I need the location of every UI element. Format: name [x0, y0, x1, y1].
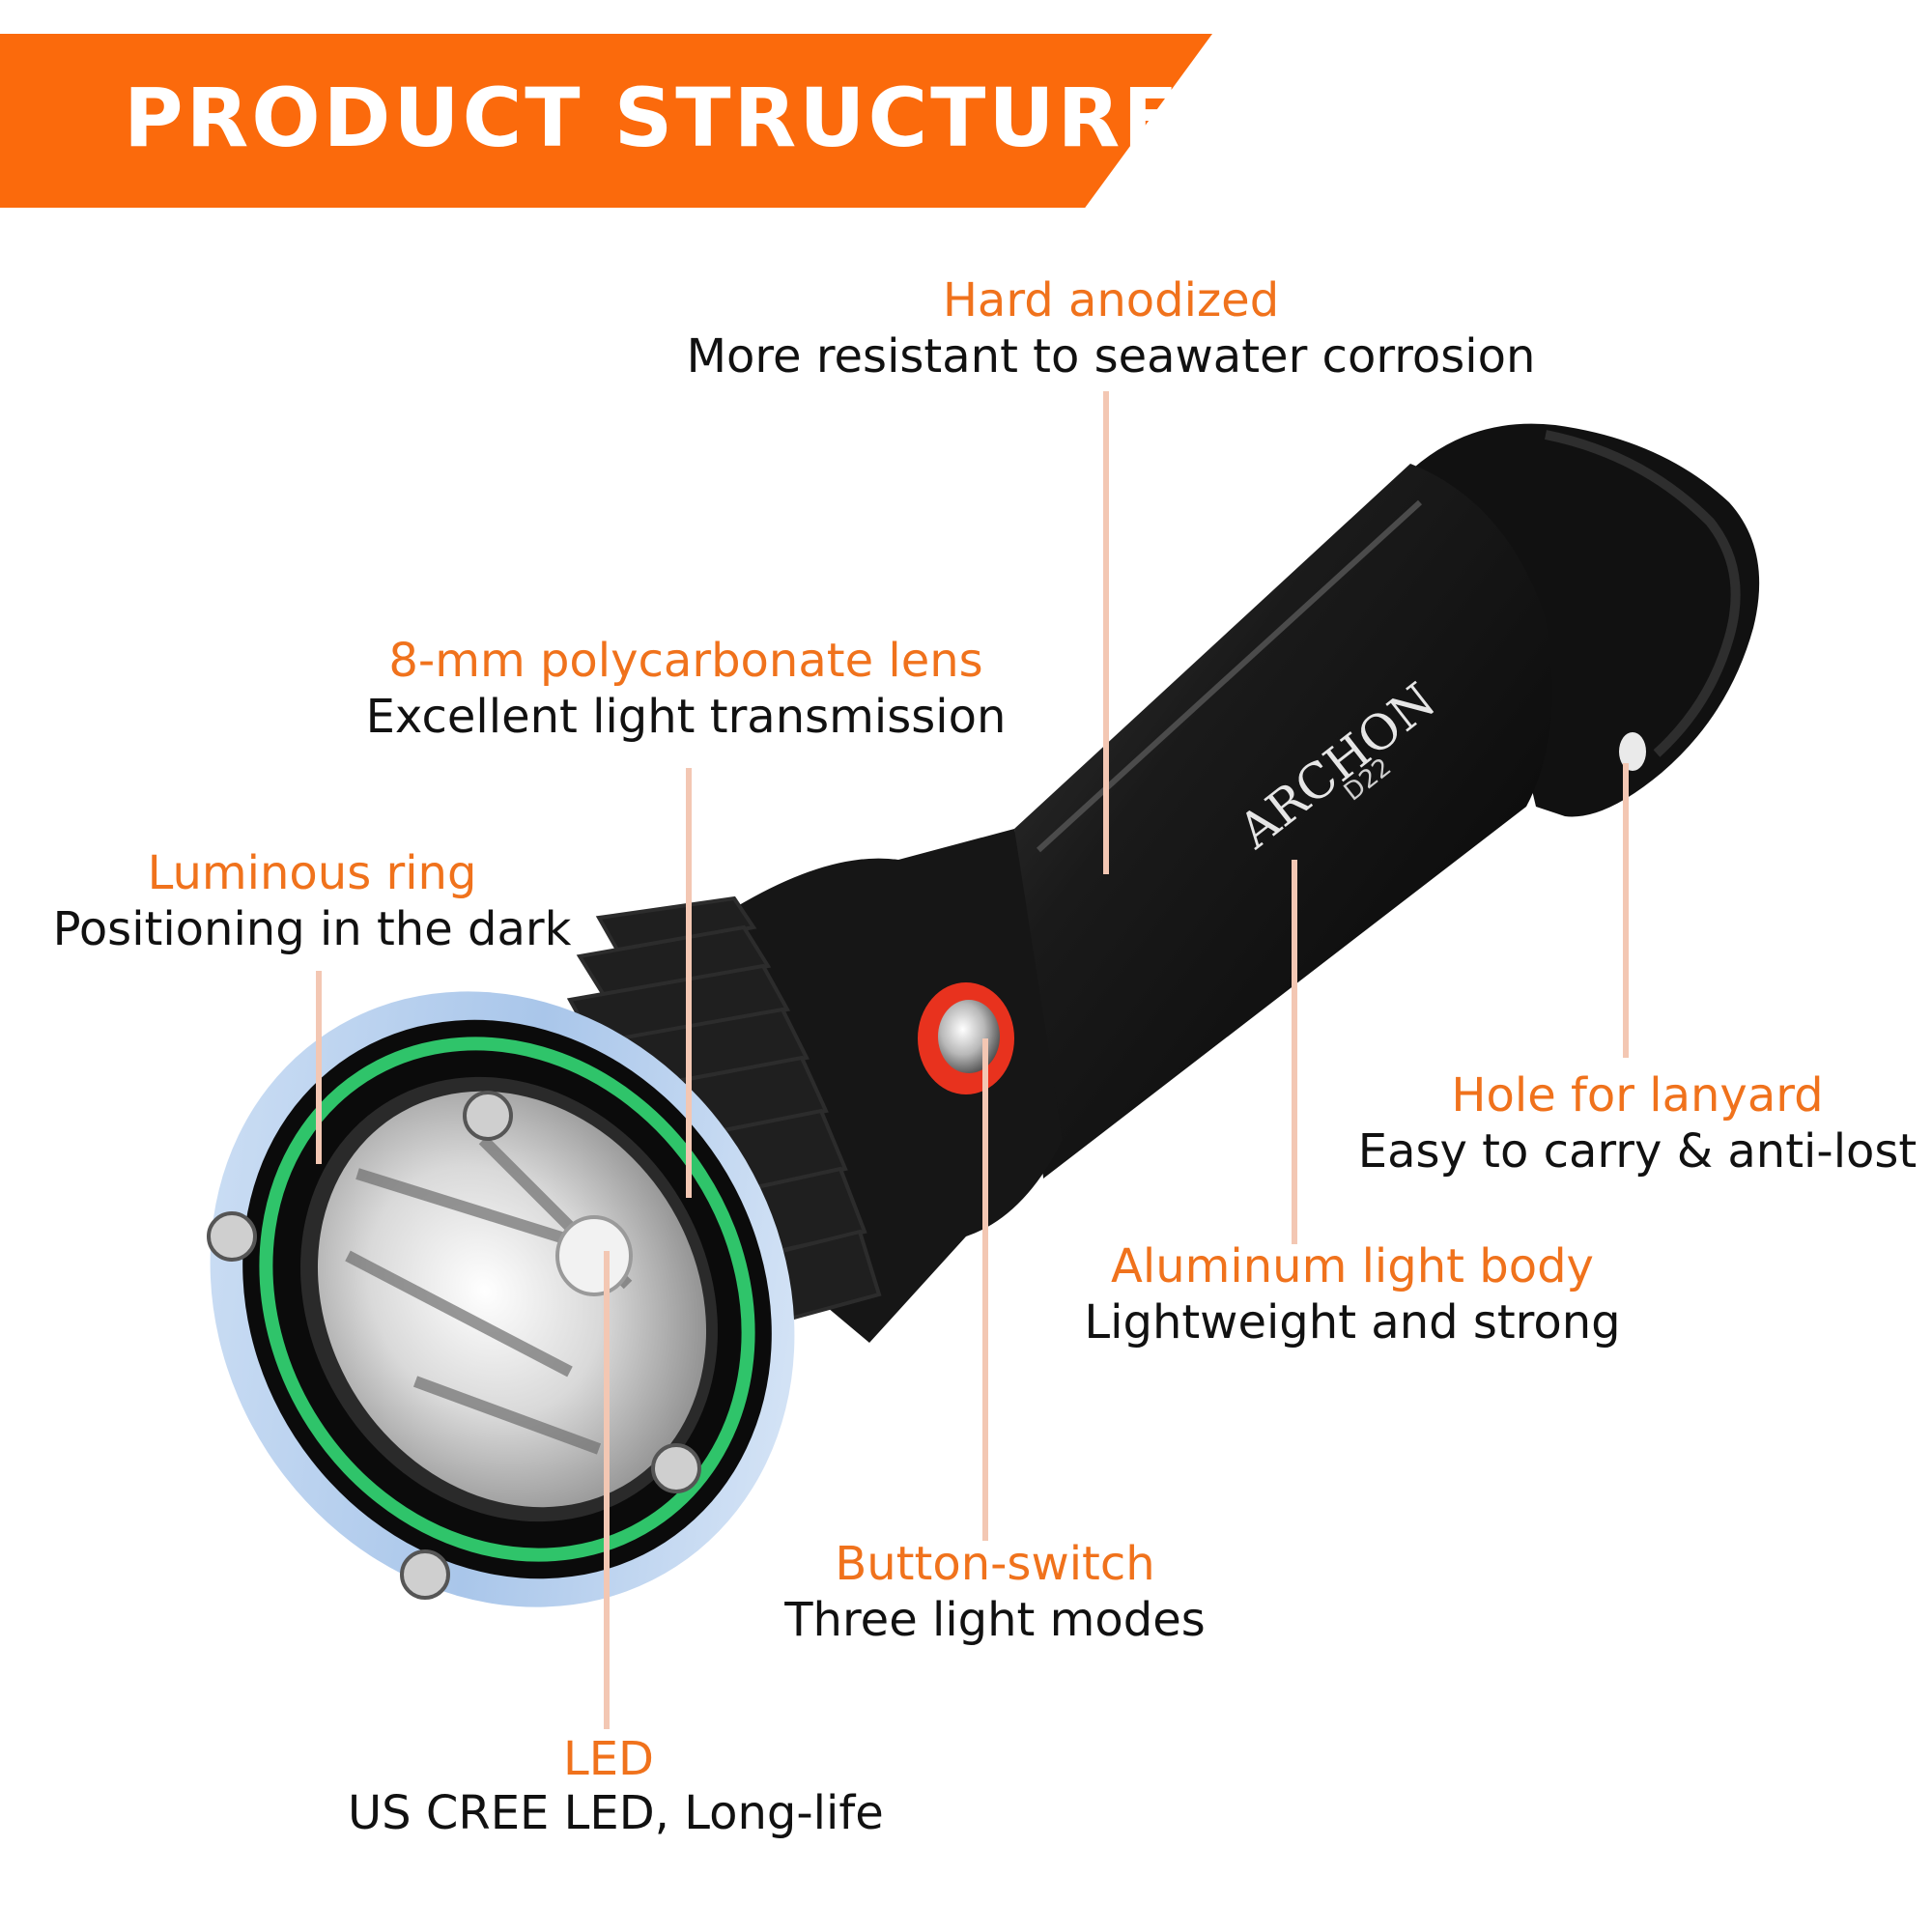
tail-cap	[1406, 423, 1760, 817]
bezel-screws	[207, 1091, 701, 1600]
callout-title: Aluminum light body	[1111, 1239, 1594, 1293]
callout-description: Easy to carry & anti-lost	[1357, 1124, 1918, 1179]
flashlight-body	[1014, 464, 1552, 1179]
body-highlight	[1036, 499, 1423, 853]
callout-title: Button-switch	[835, 1537, 1155, 1591]
callout-polycarbonate-lens: 8-mm polycarbonate lens Excellent light …	[357, 633, 1014, 745]
callout-title: LED	[562, 1732, 655, 1786]
button-switch	[918, 982, 1014, 1094]
callout-aluminum-body: Aluminum light body Lightweight and stro…	[1063, 1238, 1642, 1350]
callout-title: Hole for lanyard	[1451, 1068, 1824, 1122]
callout-description: More resistant to seawater corrosion	[686, 329, 1536, 384]
callout-title: 8-mm polycarbonate lens	[388, 634, 983, 688]
callout-luminous-ring: Luminous ring Positioning in the dark	[27, 845, 597, 957]
callout-description: Excellent light transmission	[365, 690, 1007, 744]
luminous-ring	[259, 1037, 755, 1562]
callout-title: Hard anodized	[942, 273, 1280, 327]
callout-led: LED US CREE LED, Long-life	[348, 1732, 884, 1840]
callout-title: Luminous ring	[147, 846, 477, 900]
callout-description: US CREE LED, Long-life	[348, 1786, 884, 1840]
callout-description: Positioning in the dark	[52, 902, 572, 956]
header-banner	[0, 34, 1212, 208]
lanyard-hole	[1619, 732, 1646, 771]
callout-description: Three light modes	[784, 1593, 1206, 1647]
callout-description: Lightweight and strong	[1084, 1295, 1621, 1350]
callout-button-switch: Button-switch Three light modes	[753, 1536, 1236, 1648]
callout-lanyard-hole: Hole for lanyard Easy to carry & anti-lo…	[1352, 1067, 1922, 1179]
callout-hard-anodized: Hard anodized More resistant to seawater…	[676, 272, 1546, 384]
page-title: PRODUCT STRUCTURE	[124, 71, 1181, 165]
led-chip	[555, 1215, 633, 1296]
leader-lines	[316, 391, 1629, 1729]
